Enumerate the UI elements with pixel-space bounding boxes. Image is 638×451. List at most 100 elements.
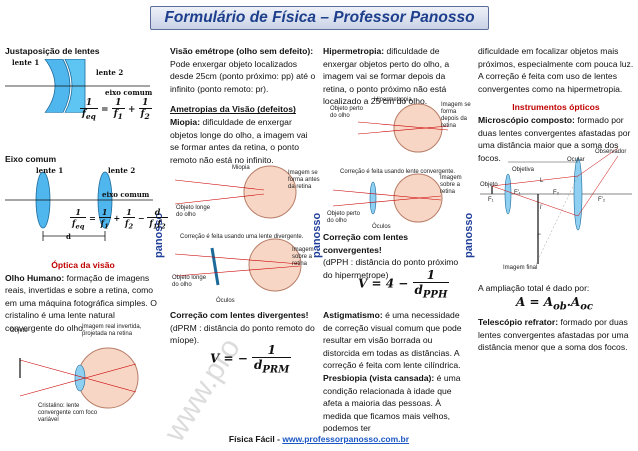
f-den: f xyxy=(82,109,86,119)
hyperopia-correction: Correção com lentes convergentes! (dPPH … xyxy=(323,231,469,281)
f-sub: 2 xyxy=(144,111,150,121)
fig-near-object: Objeto perto do olho xyxy=(330,106,364,119)
f-sub: 2 xyxy=(128,222,134,231)
column-3: Hipermetropia: dificuldade de enxergar o… xyxy=(323,45,469,108)
f-den: d xyxy=(414,283,423,297)
myopia-correction-text: (dPRM : distância do ponto remoto do mío… xyxy=(170,322,315,346)
f-lhs: V xyxy=(210,351,220,366)
f-num: 1 xyxy=(111,98,125,109)
fig-far-object2: Objeto longe do olho xyxy=(172,275,207,288)
lens2-label: lente 2 xyxy=(96,68,124,77)
hyperopia-eyes-icon xyxy=(332,103,449,223)
footer-prefix: Física Fácil - xyxy=(228,434,283,444)
fig-image-on: Imagem sobre a retina xyxy=(292,247,314,267)
fig-i2: i'' xyxy=(537,234,541,240)
myopia-paragraph: Miopia: dificuldade de enxergar objetos … xyxy=(170,116,316,166)
common-axis-label-b: eixo comum xyxy=(102,190,150,199)
f-den: d xyxy=(253,358,263,372)
fig-hyper-title: Hipermetropia xyxy=(374,97,412,103)
myopia-eyes-icon xyxy=(174,165,302,292)
presbyopia-paragraph: Presbiopia (vista cansada): é uma condiç… xyxy=(323,372,469,435)
common-axis-label: eixo comum xyxy=(105,88,153,97)
human-eye-paragraph: Olho Humano: formação de imagens reais, … xyxy=(5,272,161,335)
f-den: f xyxy=(72,218,76,228)
microscope-paragraph: Microscópio composto: formado por duas l… xyxy=(478,114,634,164)
fig-final-image: Imagem final xyxy=(503,265,538,271)
f-num: 1 xyxy=(80,98,98,109)
human-eye-bold: Olho Humano: xyxy=(5,272,65,283)
fig-crystalline-label: Cristalino: lente convergente com foco v… xyxy=(38,403,98,423)
fig-object-label: Objeto xyxy=(10,328,28,334)
myopia-correction-bold: Correção com lentes divergentes! xyxy=(170,310,309,320)
vision-optics-title: Óptica da visão xyxy=(51,260,115,270)
f-num: 1 xyxy=(251,343,292,358)
emmetropic-paragraph: Visão emétrope (olho sem defeito): Pode … xyxy=(170,45,316,95)
hyperopia-correction-bold: Correção com lentes convergentes! xyxy=(323,232,409,255)
fig-observer: Observador xyxy=(595,149,627,155)
emmetropic-bold: Visão emétrope (olho sem defeito): xyxy=(170,46,314,56)
f-sub: 1 xyxy=(152,222,158,231)
total-magnification-text: A ampliação total é dado por: xyxy=(478,283,590,293)
fig-objective: Objetiva xyxy=(512,167,535,173)
common-axis-title: Eixo comum xyxy=(5,154,57,164)
f-sub: eq xyxy=(75,222,85,231)
fig-L: L xyxy=(540,178,544,184)
f-num: 1 xyxy=(98,207,111,218)
emmetropic-text: Pode enxergar objeto localizados desde 2… xyxy=(170,58,316,94)
common-axis-lenses-icon xyxy=(5,171,153,241)
f-sub: PRM xyxy=(262,364,290,376)
microscope-bold: Microscópio composto: xyxy=(478,114,575,125)
footer-link[interactable]: www.professorpanosso.com.br xyxy=(282,434,410,444)
column-1: Justaposição de lentes xyxy=(5,45,160,58)
f-t1-sub: ob xyxy=(553,301,567,313)
astigmatism-bold: Astigmatismo: xyxy=(323,310,383,320)
fig-correction-div: Correção é feita usando uma lente diverg… xyxy=(180,234,304,240)
fig-object-micro: Objeto xyxy=(480,182,498,188)
human-eye-text: formação de imagens reais, invertidas e … xyxy=(5,272,157,333)
f-num: 1 xyxy=(138,98,152,109)
distance-label: d xyxy=(66,232,71,241)
fig-glasses: Óculos xyxy=(216,298,235,304)
presbyopia-cont: dificuldade em focalizar objetos mais pr… xyxy=(478,46,634,94)
column-4: dificuldade em focalizar objetos mais pr… xyxy=(478,45,634,164)
fig-myopia-title: Miopia xyxy=(232,165,250,171)
ametropias-title: Ametropias da Visão (defeitos) xyxy=(170,104,296,115)
fig-image-after: Imagem se forma depois da retina xyxy=(441,102,471,129)
instruments-title: Instrumentos ópticos xyxy=(512,102,600,113)
f-lhs: V xyxy=(358,276,368,291)
fig-F1p: F'₁ xyxy=(514,190,521,196)
astigmatism-text: é uma necessidade de correção visual com… xyxy=(323,310,462,371)
f-lhs: A xyxy=(516,295,526,309)
microscope-ray-diagram-icon xyxy=(480,147,632,265)
f-sub: PPH xyxy=(422,289,448,301)
telescope-block: Telescópio refrator: formado por duas le… xyxy=(478,316,634,354)
fig-glasses-hyper: Óculos xyxy=(372,224,391,230)
vision-section: Óptica da visão Olho Humano: formação de… xyxy=(5,259,161,335)
microscope-text: formado por duas lentes convergentes afa… xyxy=(478,114,631,163)
fig-F2: F₂ xyxy=(553,190,559,196)
f-sub: eq xyxy=(85,111,96,121)
column-2: Visão emétrope (olho sem defeito): Pode … xyxy=(170,45,316,166)
juxtaposed-lenses-icon xyxy=(5,58,150,113)
f-den2: f xyxy=(157,218,161,228)
fig-near-object2: Objeto perto do olho xyxy=(327,211,361,224)
fig-F1: F₁ xyxy=(488,197,494,203)
page-title: Formulário de Física – Professor Panosso xyxy=(150,6,489,30)
lens1-label: lente 1 xyxy=(12,58,40,67)
fig-image-note: Imagem real invertida, projetada na reti… xyxy=(82,324,142,337)
astigmatism-paragraph: Astigmatismo: é uma necessidade de corre… xyxy=(323,309,469,372)
f-sub: 1 xyxy=(104,222,109,231)
f-num: 1 xyxy=(412,268,450,283)
astigmatism-presbyopia: Astigmatismo: é uma necessidade de corre… xyxy=(323,309,469,435)
f-num: 1 xyxy=(70,207,87,218)
f-eq: = xyxy=(529,295,540,309)
f-den: f xyxy=(140,109,145,119)
presbyopia-text: é uma condição relacionada à idade que a… xyxy=(323,372,461,434)
magnification-block: A ampliação total é dado por: xyxy=(478,282,634,295)
f-sub2: 2 xyxy=(160,222,166,231)
f-t1: A xyxy=(543,295,554,309)
